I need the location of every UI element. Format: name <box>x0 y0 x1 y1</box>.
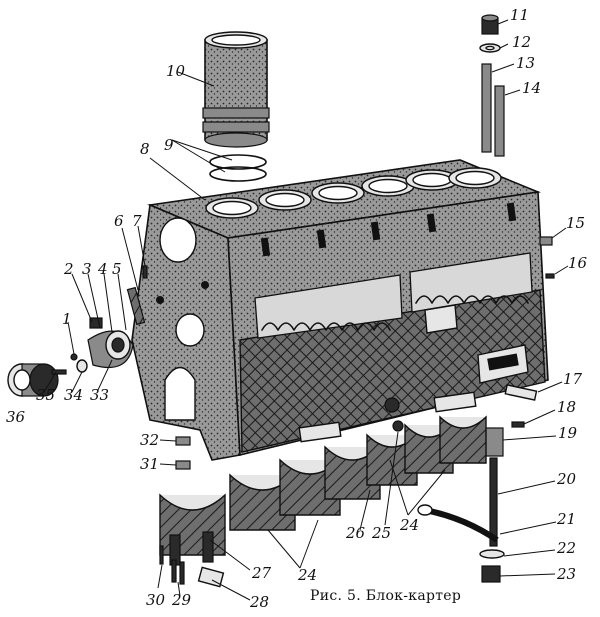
callout-34: 34 <box>64 386 83 404</box>
sleeve-seal-rings <box>209 154 267 182</box>
callout-4: 4 <box>97 260 108 278</box>
callout-2: 2 <box>63 260 74 278</box>
figure-caption: Рис. 5. Блок-картер <box>310 588 461 604</box>
callout-9: 9 <box>164 136 174 154</box>
callout-1: 1 <box>62 310 72 328</box>
callout-30: 30 <box>146 591 166 609</box>
callout-28: 28 <box>249 593 269 611</box>
callout-16: 16 <box>568 254 588 272</box>
callout-15: 15 <box>566 214 585 232</box>
callout-21: 21 <box>556 510 576 528</box>
callout-26: 26 <box>345 524 366 542</box>
callout-33: 33 <box>90 386 109 404</box>
main-bearing-bolt-set <box>417 427 505 583</box>
bottom-small-parts <box>159 436 225 588</box>
callout-31: 31 <box>140 455 159 473</box>
callout-19: 19 <box>558 424 578 442</box>
callout-12: 12 <box>512 33 531 51</box>
callout-17: 17 <box>563 370 583 388</box>
callout-18: 18 <box>557 398 576 416</box>
callout-5: 5 <box>112 260 122 278</box>
callout-35: 35 <box>36 386 55 404</box>
callout-27: 27 <box>251 564 272 582</box>
callout-11: 11 <box>510 6 529 24</box>
callout-10: 10 <box>166 62 186 80</box>
callout-25: 25 <box>371 524 391 542</box>
callout-7: 7 <box>132 212 142 230</box>
callout-3: 3 <box>82 260 92 278</box>
callout-14: 14 <box>522 79 541 97</box>
callout-24-left: 24 <box>297 566 317 584</box>
head-stud-set <box>479 14 505 157</box>
callout-29: 29 <box>171 591 192 609</box>
callout-13: 13 <box>516 54 535 72</box>
callout-20: 20 <box>556 470 577 488</box>
main-bearing-caps <box>159 415 487 566</box>
callout-6: 6 <box>114 212 124 230</box>
callout-8: 8 <box>140 140 150 158</box>
leader-lines <box>43 19 569 601</box>
callout-22: 22 <box>556 539 576 557</box>
callout-32: 32 <box>140 431 159 449</box>
engine-block <box>131 159 549 461</box>
front-left-parts <box>7 265 148 397</box>
right-small-parts <box>504 236 555 428</box>
cylinder-sleeve <box>202 31 270 148</box>
callout-24-right: 24 <box>399 516 419 534</box>
callout-36: 36 <box>6 408 26 426</box>
callout-23: 23 <box>556 565 576 583</box>
callout-labels: 1 2 3 4 5 6 7 8 9 10 11 12 13 14 15 16 1… <box>6 6 588 611</box>
